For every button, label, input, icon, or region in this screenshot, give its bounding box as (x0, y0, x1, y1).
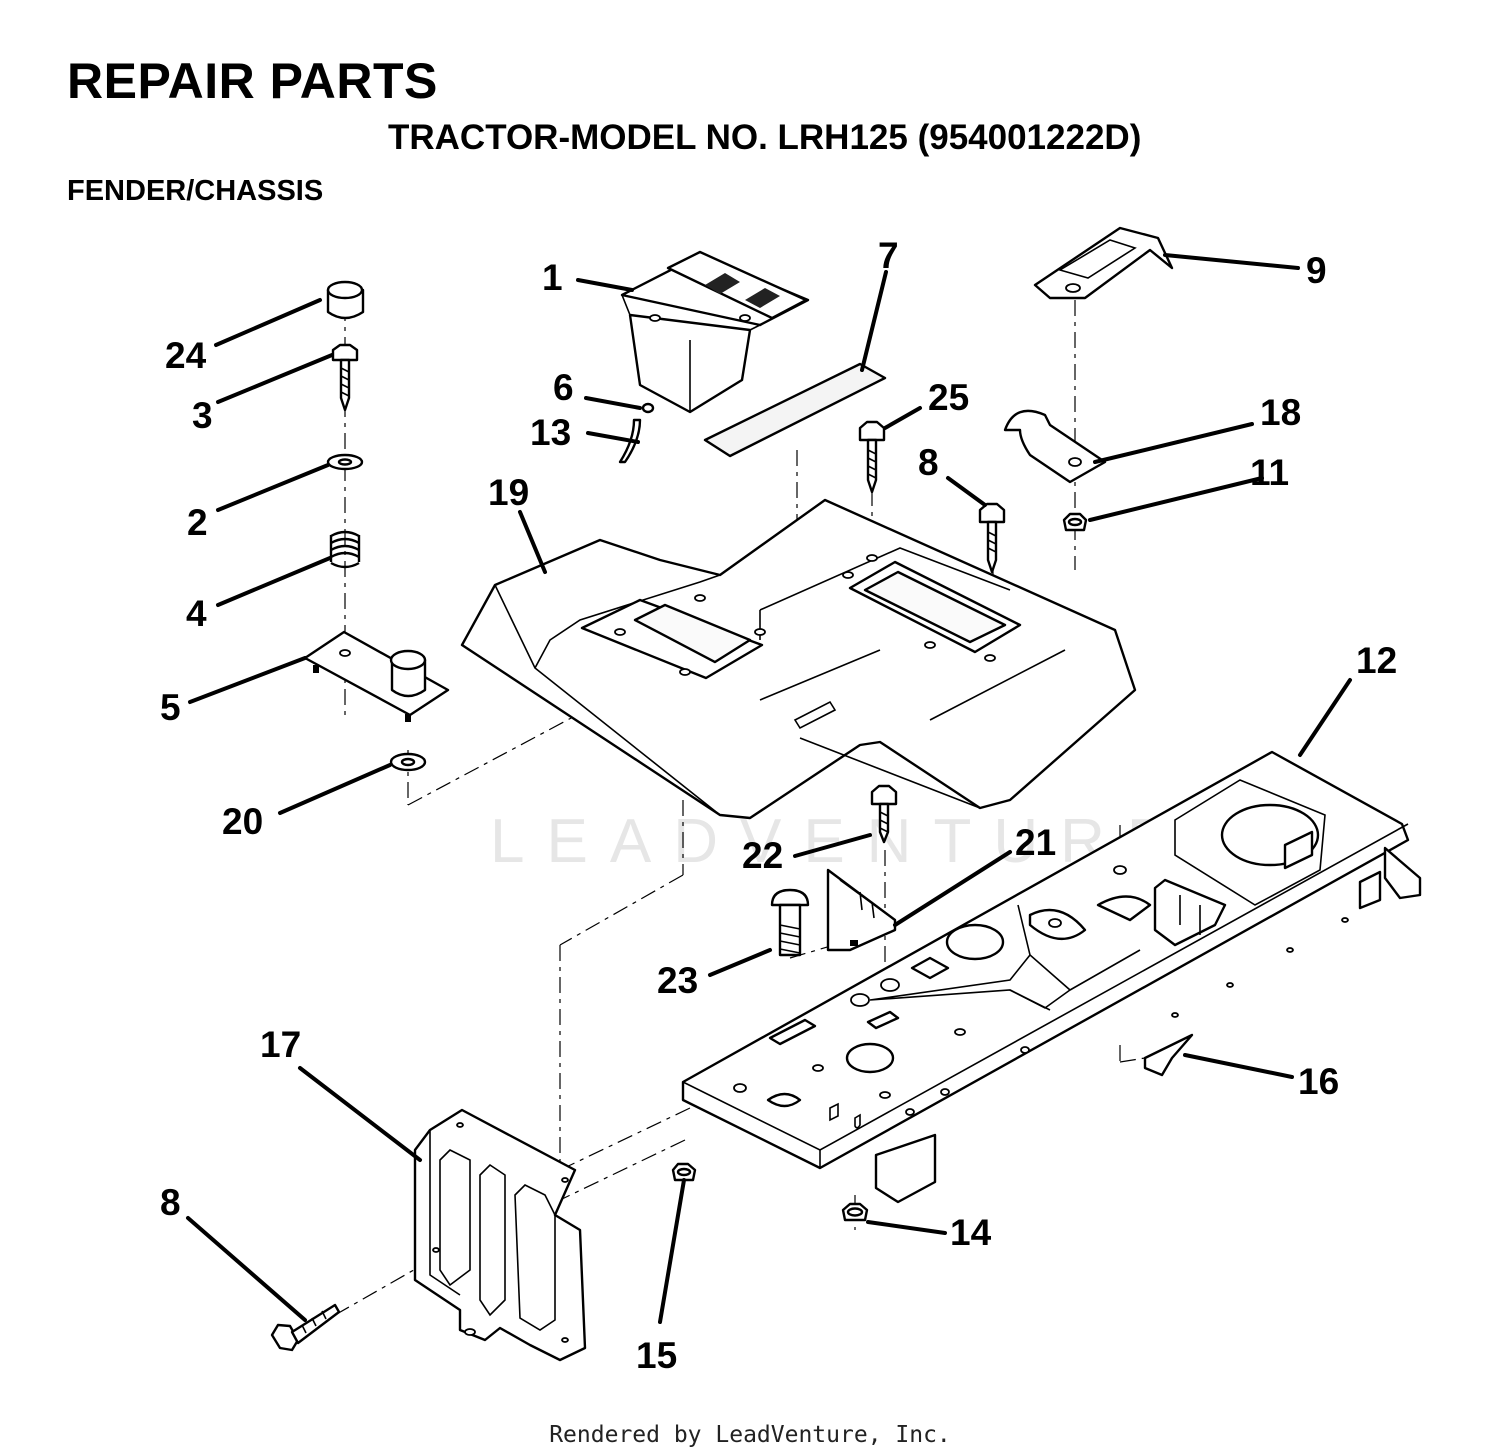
callout-19: 19 (488, 472, 529, 513)
part-22-screw (870, 784, 898, 844)
part-20-washer (389, 752, 427, 772)
watermark-text: LEADVENTURE (490, 807, 1190, 876)
part-19-fender (460, 498, 1137, 820)
part-11-nut (1062, 512, 1088, 532)
callout-16: 16 (1298, 1061, 1339, 1102)
part-15-nut (671, 1162, 697, 1182)
callout-13: 13 (530, 412, 571, 453)
callout-3: 3 (192, 395, 213, 436)
part-25-screw (858, 420, 886, 494)
callout-20: 20 (222, 801, 263, 842)
page-title: REPAIR PARTS (67, 53, 438, 109)
callout-21: 21 (1015, 822, 1056, 863)
part-14-nut (841, 1202, 869, 1222)
part-2-washer (326, 453, 364, 471)
callout-23: 23 (657, 960, 698, 1001)
part-21-bracket (826, 868, 897, 952)
callout-8-upper: 8 (918, 442, 939, 483)
callout-5: 5 (160, 687, 181, 728)
part-17-plate (413, 1108, 587, 1362)
part-23-bolt (770, 888, 810, 957)
part-12-chassis (681, 750, 1422, 1204)
callout-2: 2 (187, 502, 208, 543)
callout-11: 11 (1250, 452, 1289, 493)
part-16-clip (1143, 1033, 1194, 1077)
callout-24: 24 (165, 335, 207, 376)
callout-17: 17 (260, 1024, 301, 1065)
callout-7: 7 (878, 235, 899, 276)
callout-1: 1 (542, 257, 563, 298)
callout-14: 14 (950, 1212, 992, 1253)
callout-9: 9 (1306, 250, 1327, 291)
part-3-screw (331, 343, 359, 412)
part-7-decal (703, 362, 887, 458)
part-6-clip (641, 402, 655, 414)
callout-4: 4 (186, 593, 207, 634)
leader-lines (186, 253, 1352, 1324)
callout-18: 18 (1260, 392, 1301, 433)
callout-8-lower: 8 (160, 1182, 181, 1223)
section-title: FENDER/CHASSIS (67, 175, 324, 207)
part-8-screw-lower (270, 1303, 341, 1352)
callout-6: 6 (553, 367, 574, 408)
part-8-screw-upper (978, 502, 1006, 574)
callout-25: 25 (928, 377, 969, 418)
footer-credit: Rendered by LeadVenture, Inc. (549, 1422, 951, 1448)
part-4-spring (329, 530, 361, 569)
callout-22: 22 (742, 835, 783, 876)
callout-15: 15 (636, 1335, 677, 1376)
callout-numbers: 1 6 13 7 9 25 8 18 11 24 3 2 4 5 20 19 1… (160, 235, 1397, 1376)
part-1-tray (620, 250, 810, 414)
parts-diagram: LEADVENTURE (160, 226, 1422, 1376)
part-5-bracket (303, 630, 450, 722)
model-subtitle: TRACTOR-MODEL NO. LRH125 (954001222D) (388, 118, 1142, 157)
part-13-tube (618, 418, 642, 464)
part-9-cover (1033, 226, 1174, 300)
part-24-cap (326, 280, 365, 320)
callout-12: 12 (1356, 640, 1397, 681)
part-18-clamp (1003, 409, 1107, 484)
